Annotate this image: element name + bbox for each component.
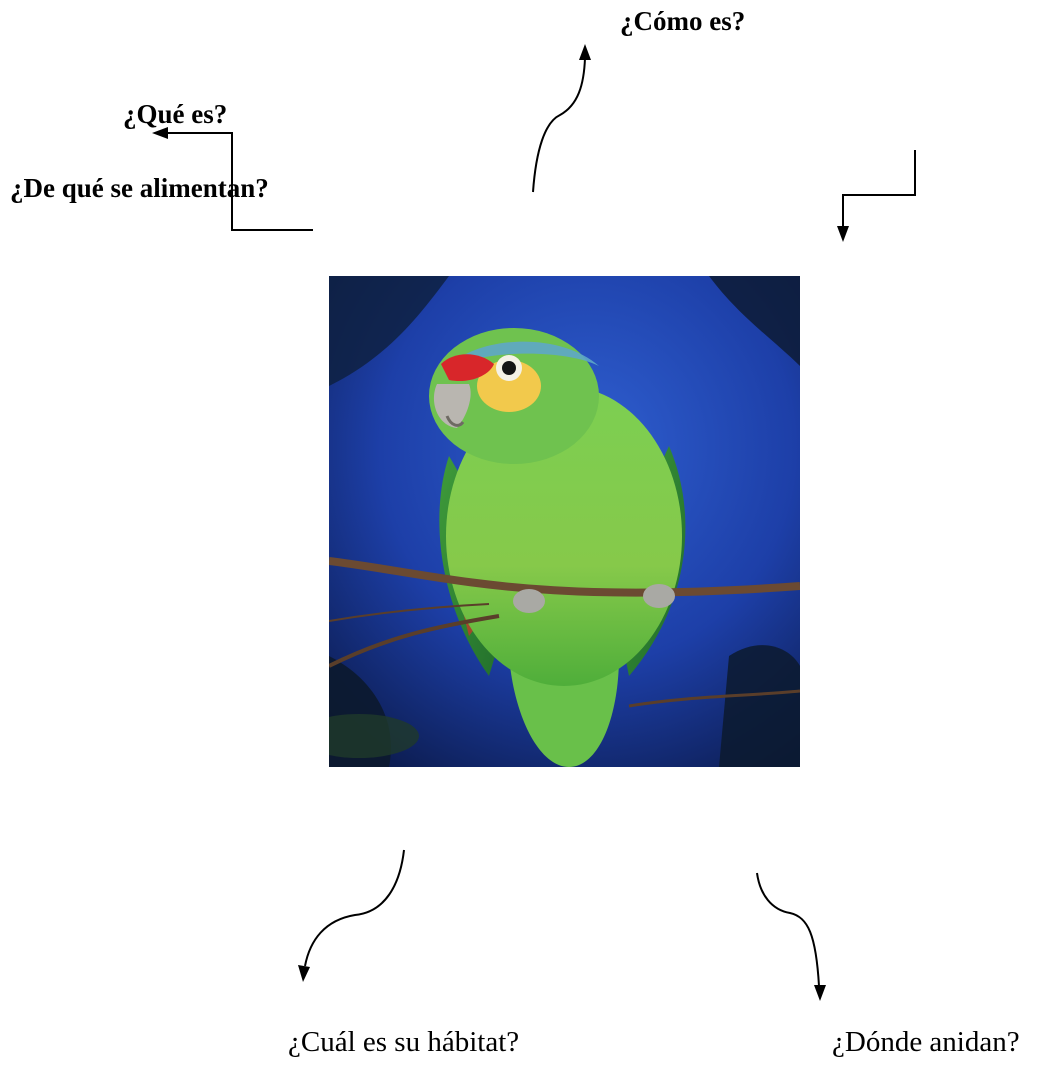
- arrow-to-donde-anidan: [756, 872, 820, 987]
- arrow-to-habitat: [304, 849, 405, 967]
- question-como-es: ¿Cómo es?: [620, 6, 746, 36]
- arrow-to-como-es: [532, 57, 586, 193]
- arrow-to-que-es: [166, 132, 313, 231]
- arrowhead-que-es: [152, 127, 168, 139]
- question-donde-anidan: ¿Dónde anidan?: [832, 1026, 1020, 1058]
- arrowhead-top-right: [837, 226, 849, 242]
- parrot-photo: [329, 276, 800, 767]
- arrowhead-como-es: [579, 44, 591, 60]
- arrowhead-donde-anidan: [814, 985, 826, 1001]
- question-cual-es-su-habitat: ¿Cuál es su hábitat?: [288, 1026, 520, 1058]
- question-que-es: ¿Qué es?: [123, 99, 228, 129]
- arrowhead-habitat: [298, 965, 310, 982]
- question-de-que-se-alimentan: ¿De qué se alimentan?: [10, 173, 269, 203]
- arrow-top-right: [842, 150, 916, 228]
